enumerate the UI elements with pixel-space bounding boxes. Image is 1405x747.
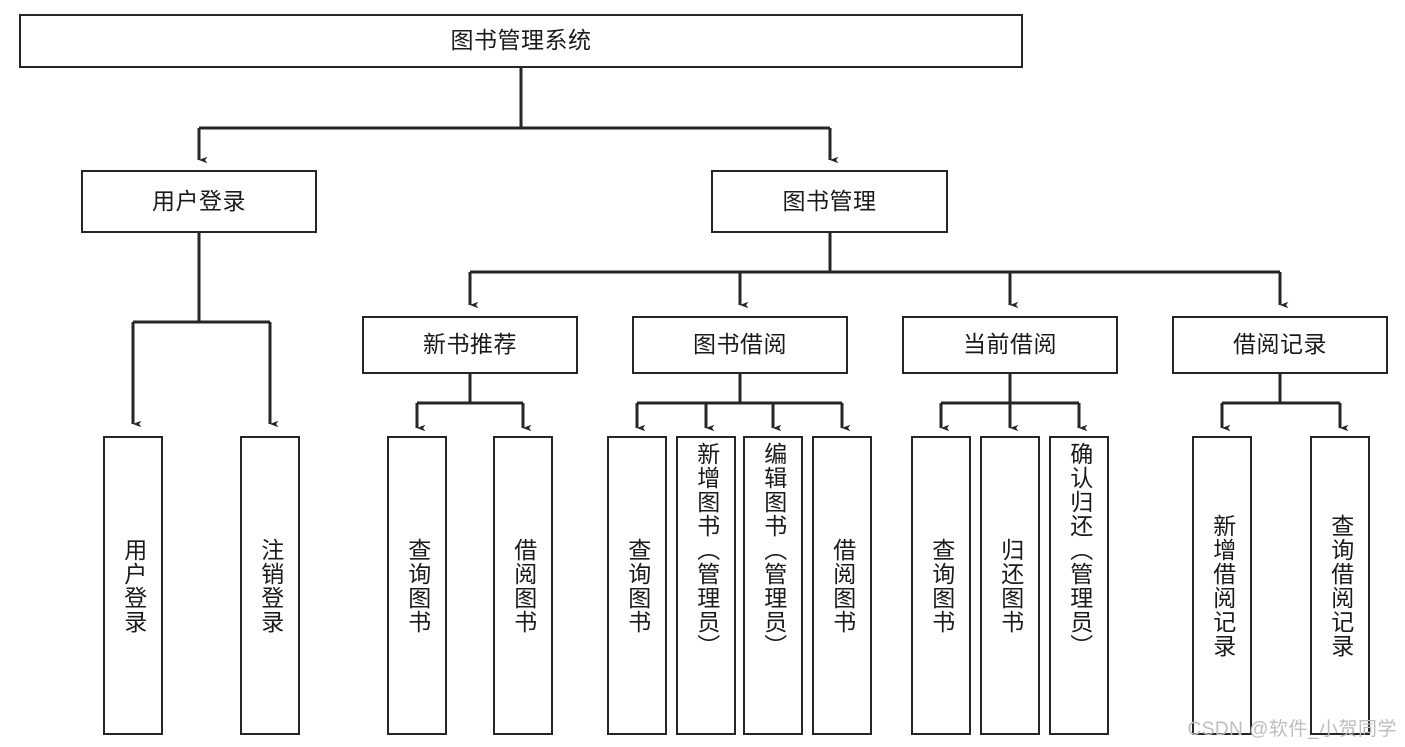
node-user-login-label: 用户登录 [152,187,246,214]
leaf-borrow-book-1-label: 借阅图书 [510,537,537,634]
node-user-login[interactable]: 用户登录 [81,170,317,233]
leaf-return-book-label: 归还图书 [997,537,1024,634]
node-book-borrow-label: 图书借阅 [693,331,787,358]
leaf-confirm-return[interactable]: 确认归还（管理员） [1049,436,1109,735]
node-system-root-label: 图书管理系统 [450,27,592,54]
leaf-confirm-return-label: 确认归还（管理员） [1066,442,1093,658]
node-borrow-record-label: 借阅记录 [1233,331,1327,358]
node-borrow-record[interactable]: 借阅记录 [1172,316,1388,374]
leaf-query-record[interactable]: 查询借阅记录 [1310,436,1370,735]
leaf-add-record-label: 新增借阅记录 [1209,513,1236,658]
leaf-logout-login-label: 注销登录 [257,537,284,634]
leaf-query-book-2-label: 查询图书 [624,537,651,634]
leaf-query-book-1[interactable]: 查询图书 [387,436,447,735]
leaf-borrow-book-2-label: 借阅图书 [829,537,856,634]
leaf-query-record-label: 查询借阅记录 [1327,513,1354,658]
node-new-book-recommend-label: 新书推荐 [423,331,517,358]
leaf-user-login[interactable]: 用户登录 [103,436,163,735]
leaf-add-book-label: 新增图书（管理员） [693,442,720,658]
leaf-logout-login[interactable]: 注销登录 [240,436,300,735]
leaf-borrow-book-1[interactable]: 借阅图书 [493,436,553,735]
leaf-edit-book[interactable]: 编辑图书（管理员） [743,436,803,735]
leaf-query-book-3[interactable]: 查询图书 [911,436,971,735]
watermark-text: CSDN @软件_小贺同学 [1187,719,1397,740]
node-current-borrow[interactable]: 当前借阅 [902,316,1118,374]
node-new-book-recommend[interactable]: 新书推荐 [362,316,578,374]
leaf-add-record[interactable]: 新增借阅记录 [1192,436,1252,735]
node-book-management[interactable]: 图书管理 [711,170,948,233]
leaf-user-login-label: 用户登录 [120,537,147,634]
node-book-borrow[interactable]: 图书借阅 [632,316,848,374]
leaf-query-book-1-label: 查询图书 [404,537,431,634]
node-current-borrow-label: 当前借阅 [963,331,1057,358]
node-system-root[interactable]: 图书管理系统 [19,14,1023,68]
leaf-add-book[interactable]: 新增图书（管理员） [676,436,736,735]
leaf-edit-book-label: 编辑图书（管理员） [760,442,787,658]
leaf-borrow-book-2[interactable]: 借阅图书 [812,436,872,735]
node-book-management-label: 图书管理 [782,187,877,214]
leaf-query-book-3-label: 查询图书 [928,537,955,634]
leaf-return-book[interactable]: 归还图书 [980,436,1040,735]
leaf-query-book-2[interactable]: 查询图书 [607,436,667,735]
